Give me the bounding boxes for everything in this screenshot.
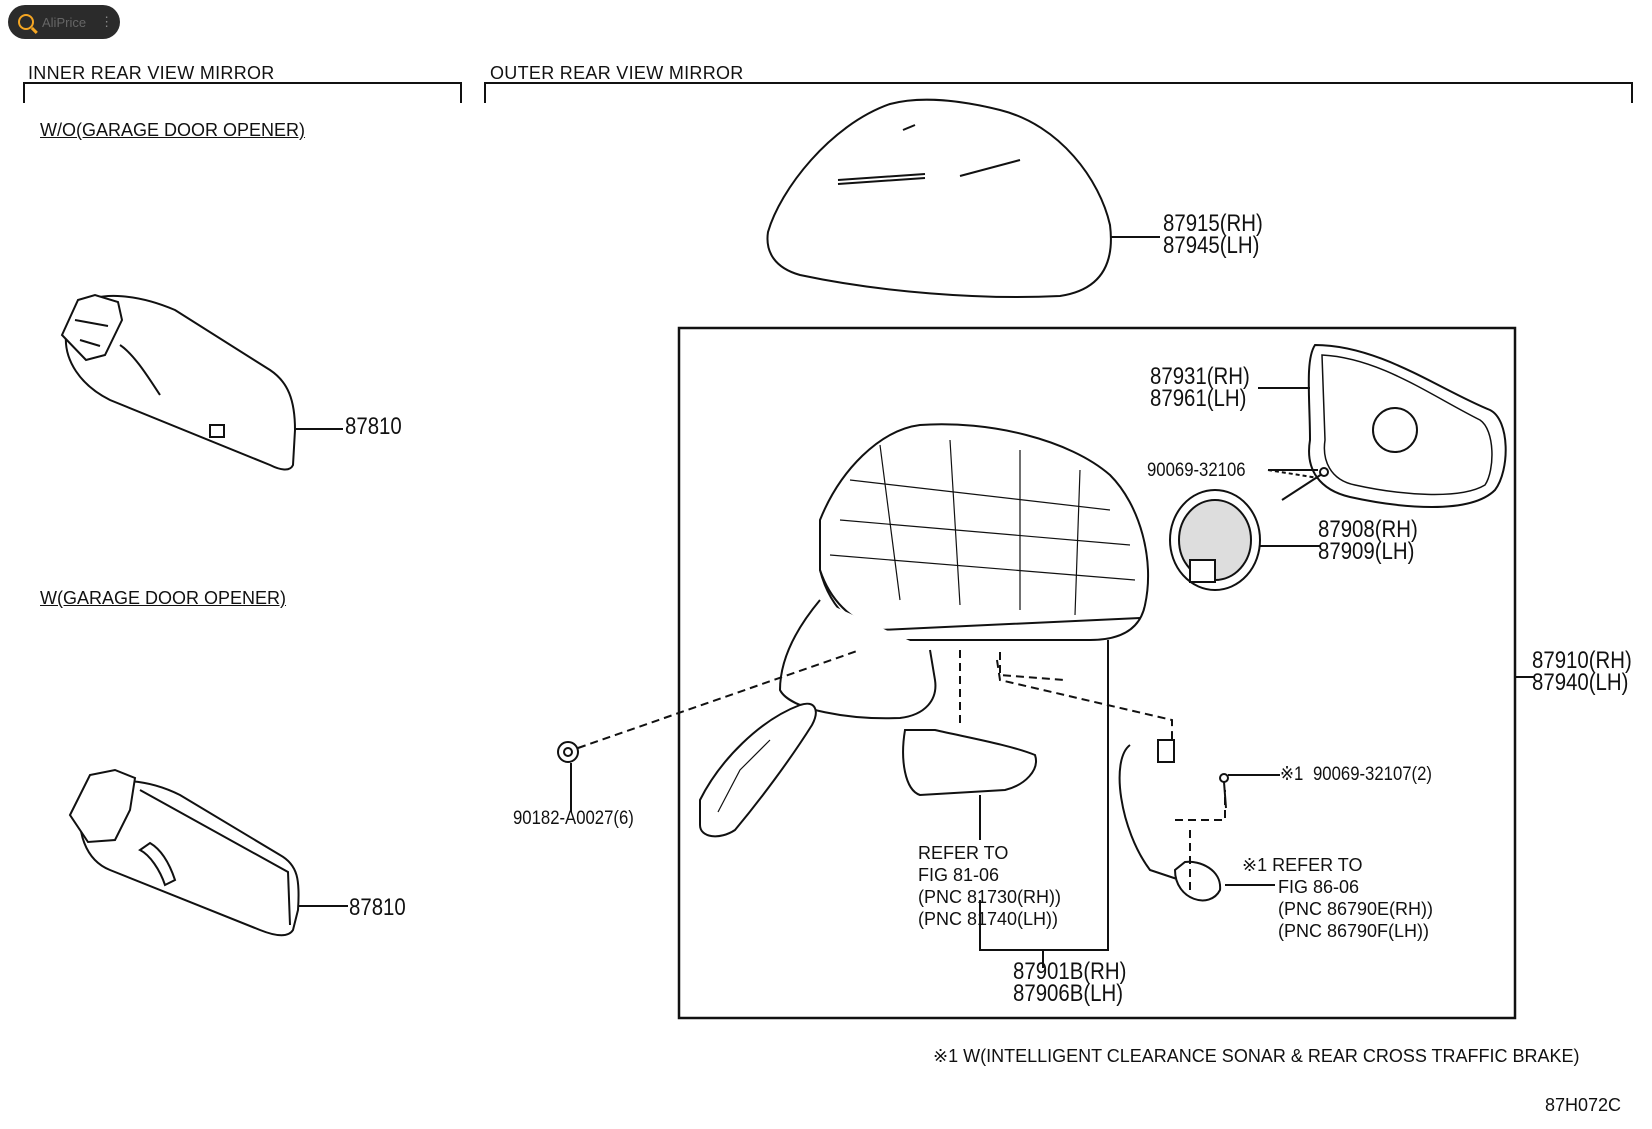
inner-mirror-section-title: INNER REAR VIEW MIRROR — [28, 63, 275, 83]
visor-leader — [979, 640, 1109, 968]
actuator — [1169, 489, 1320, 591]
figure-code: 87H072C — [1545, 1095, 1622, 1115]
turn-lamp — [902, 650, 1066, 840]
aliprice-badge[interactable]: AliPrice ⋮ — [8, 5, 120, 39]
part-number-actuator-rh[interactable]: 87908(RH) — [1318, 516, 1418, 543]
part-number-screw-lower[interactable]: 90069-32107(2) — [1313, 764, 1432, 785]
part-number-cover-lh[interactable]: 87945(LH) — [1163, 232, 1260, 259]
assembly-box — [677, 326, 1517, 1020]
screw-lower — [1219, 773, 1280, 809]
inner-mirror-w-opener — [68, 768, 348, 937]
part-number-visor-rh[interactable]: 87901B(RH) — [1013, 958, 1127, 985]
mirror-glass — [1258, 343, 1507, 508]
sensor-ref-line-4: (PNC 86790F(LH)) — [1278, 921, 1430, 941]
sensor-ref-line-1: ※1 REFER TO — [1242, 855, 1363, 875]
turn-lamp-ref-line-4: (PNC 81740(LH)) — [918, 909, 1059, 929]
part-number-visor-lh[interactable]: 87906B(LH) — [1013, 980, 1124, 1007]
part-number-assembly-rh[interactable]: 87910(RH) — [1532, 647, 1632, 674]
sensor-ref-line-2[interactable]: FIG 86-06 — [1278, 877, 1360, 897]
grommet — [557, 649, 861, 812]
turn-lamp-ref-line-3: (PNC 81730(RH)) — [918, 887, 1062, 907]
turn-lamp-ref-line-1: REFER TO — [918, 843, 1009, 863]
part-number-inner-mirror-2[interactable]: 87810 — [349, 894, 406, 921]
wo-opener-label: W/O(GARAGE DOOR OPENER) — [40, 120, 306, 140]
part-number-actuator-lh[interactable]: 87909(LH) — [1318, 538, 1415, 565]
part-number-grommet[interactable]: 90182-A0027(6) — [513, 808, 634, 829]
part-number-glass-rh[interactable]: 87931(RH) — [1150, 363, 1250, 390]
w-opener-label: W(GARAGE DOOR OPENER) — [40, 588, 287, 608]
sensor-harness — [996, 659, 1275, 902]
mark-screw-lower: ※1 — [1280, 764, 1304, 785]
part-number-glass-lh[interactable]: 87961(LH) — [1150, 385, 1247, 412]
outer-section-bracket — [484, 82, 1633, 103]
part-number-screw-upper[interactable]: 90069-32106 — [1147, 460, 1246, 481]
inner-mirror-wo-opener — [60, 293, 343, 471]
footnote: ※1 W(INTELLIGENT CLEARANCE SONAR & REAR … — [933, 1046, 1580, 1066]
turn-lamp-ref-line-2[interactable]: FIG 81-06 — [918, 865, 1000, 885]
aliprice-label: AliPrice — [42, 14, 87, 30]
search-icon — [18, 14, 34, 30]
screw-upper — [1267, 467, 1329, 501]
mirror-cover — [766, 98, 1160, 299]
menu-dots-icon[interactable]: ⋮ — [100, 14, 114, 29]
part-number-assembly-lh[interactable]: 87940(LH) — [1532, 669, 1629, 696]
part-number-cover-rh[interactable]: 87915(RH) — [1163, 210, 1263, 237]
part-number-inner-mirror-1[interactable]: 87810 — [345, 413, 402, 440]
outer-mirror-section-title: OUTER REAR VIEW MIRROR — [490, 63, 744, 83]
mirror-body — [699, 423, 1150, 838]
sensor-ref-line-3: (PNC 86790E(RH)) — [1278, 899, 1434, 919]
inner-section-bracket — [23, 82, 462, 103]
